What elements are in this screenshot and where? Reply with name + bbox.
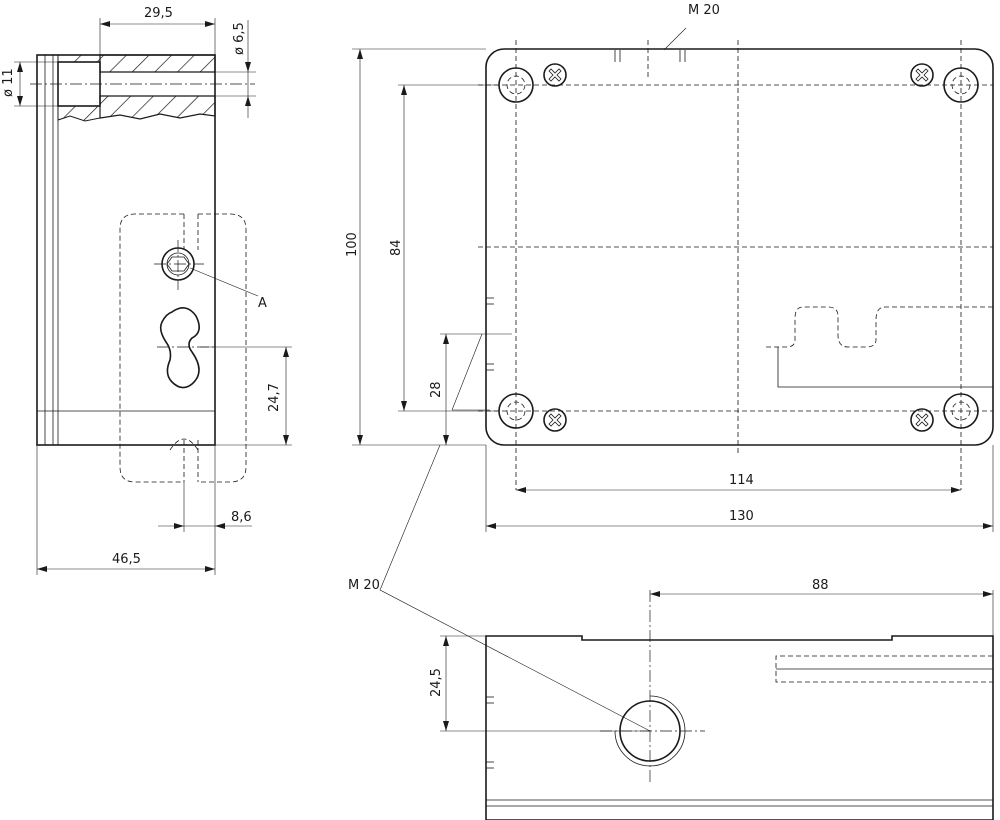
svg-text:M 20: M 20 xyxy=(688,3,720,18)
mounting-hole-icon xyxy=(943,393,979,429)
thread-hole-icon xyxy=(600,590,705,782)
svg-text:28: 28 xyxy=(429,381,444,398)
svg-text:24,7: 24,7 xyxy=(267,383,282,412)
label-thread: M 20 xyxy=(348,444,651,732)
front-view: M 20 88 24,5 xyxy=(348,444,994,820)
dim-bore-6-5: ø 6,5 xyxy=(215,20,256,118)
dim-84: 84 xyxy=(389,84,500,412)
svg-text:46,5: 46,5 xyxy=(112,552,141,567)
dim-130: 130 xyxy=(485,445,994,532)
dim-24-7: 24,7 xyxy=(200,346,292,446)
dim-114: 114 xyxy=(516,473,961,493)
svg-text:8,6: 8,6 xyxy=(231,510,252,525)
svg-text:29,5: 29,5 xyxy=(144,6,173,21)
dim-100: 100 xyxy=(345,48,486,446)
label-a: A xyxy=(258,296,267,311)
svg-text:84: 84 xyxy=(389,239,404,256)
front-body-outline xyxy=(485,635,994,820)
side-view: A 29,5 ø 6,5 ø 11 xyxy=(1,6,292,575)
cross-screw-icon xyxy=(910,408,934,432)
cross-screw-icon xyxy=(910,63,934,87)
dim-bore-11: ø 11 xyxy=(1,61,58,107)
svg-text:ø 6,5: ø 6,5 xyxy=(232,22,247,55)
svg-text:100: 100 xyxy=(345,232,360,257)
svg-text:24,5: 24,5 xyxy=(429,668,444,697)
wave-cutout xyxy=(159,307,200,389)
dim-29-5: 29,5 xyxy=(99,6,216,55)
dim-28: 28 xyxy=(429,333,512,445)
dim-46-5: 46,5 xyxy=(36,445,216,575)
top-view: M 20 100 84 28 xyxy=(345,3,994,532)
dim-88: 88 xyxy=(650,578,994,636)
label-thread-top: M 20 xyxy=(663,3,720,51)
svg-text:130: 130 xyxy=(729,509,754,524)
cross-screw-icon xyxy=(543,408,567,432)
svg-text:M 20: M 20 xyxy=(348,578,380,593)
hex-screw-icon xyxy=(154,240,204,290)
mounting-hole-icon xyxy=(943,67,979,103)
dim-24-5: 24,5 xyxy=(429,635,650,732)
svg-text:88: 88 xyxy=(812,578,829,593)
cross-screw-icon xyxy=(543,63,567,87)
svg-text:114: 114 xyxy=(729,473,754,488)
bore-section xyxy=(30,54,255,122)
internal-cutout xyxy=(766,306,993,348)
dim-8-6: 8,6 xyxy=(158,445,252,532)
svg-text:ø 11: ø 11 xyxy=(1,68,16,97)
slot-outline xyxy=(119,213,247,483)
